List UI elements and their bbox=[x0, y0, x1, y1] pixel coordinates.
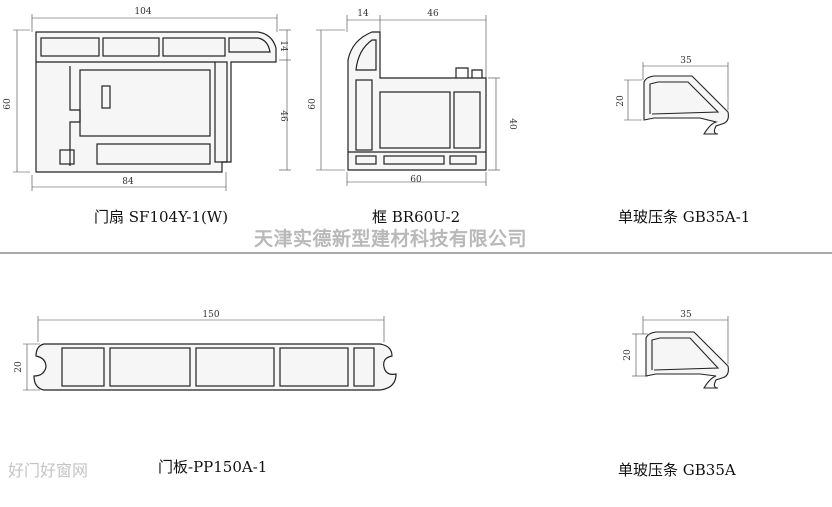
glazing-bead-2-profile bbox=[632, 316, 729, 389]
site-watermark: 好门好窗网 bbox=[8, 461, 89, 480]
bead2-width-label: 35 bbox=[680, 310, 692, 320]
sash-width-bottom-label: 84 bbox=[122, 177, 134, 187]
frame-top-main-label: 46 bbox=[427, 9, 439, 19]
frame-top-small-label: 14 bbox=[357, 9, 369, 19]
frame-caption: 框 BR60U-2 bbox=[372, 208, 461, 226]
sash-width-top-label: 104 bbox=[134, 7, 151, 17]
frame-height-label: 60 bbox=[308, 98, 318, 110]
panel-width-label: 150 bbox=[202, 310, 219, 320]
frame-width-bottom-label: 60 bbox=[410, 175, 422, 185]
bead2-height-label: 20 bbox=[623, 349, 633, 361]
door-panel-caption: 门板-PP150A-1 bbox=[158, 458, 268, 476]
company-watermark: 天津实德新型建材科技有限公司 bbox=[254, 228, 528, 250]
door-panel-profile bbox=[23, 316, 397, 391]
door-sash-profile bbox=[13, 14, 291, 191]
glazing-bead-2-caption: 单玻压条 GB35A bbox=[618, 461, 736, 479]
frame-profile bbox=[316, 15, 500, 186]
sash-right-small-label: 14 bbox=[278, 40, 288, 52]
bead1-width-label: 35 bbox=[680, 56, 692, 66]
door-sash-caption: 门扇 SF104Y-1(W) bbox=[94, 208, 229, 226]
bead1-height-label: 20 bbox=[616, 95, 626, 107]
glazing-bead-1-caption: 单玻压条 GB35A-1 bbox=[618, 208, 751, 226]
panel-height-label: 20 bbox=[14, 361, 24, 373]
glazing-bead-1-profile bbox=[624, 62, 729, 135]
sash-right-main-label: 46 bbox=[278, 110, 288, 122]
sash-height-label: 60 bbox=[3, 98, 13, 110]
frame-right-label: 40 bbox=[507, 118, 517, 130]
